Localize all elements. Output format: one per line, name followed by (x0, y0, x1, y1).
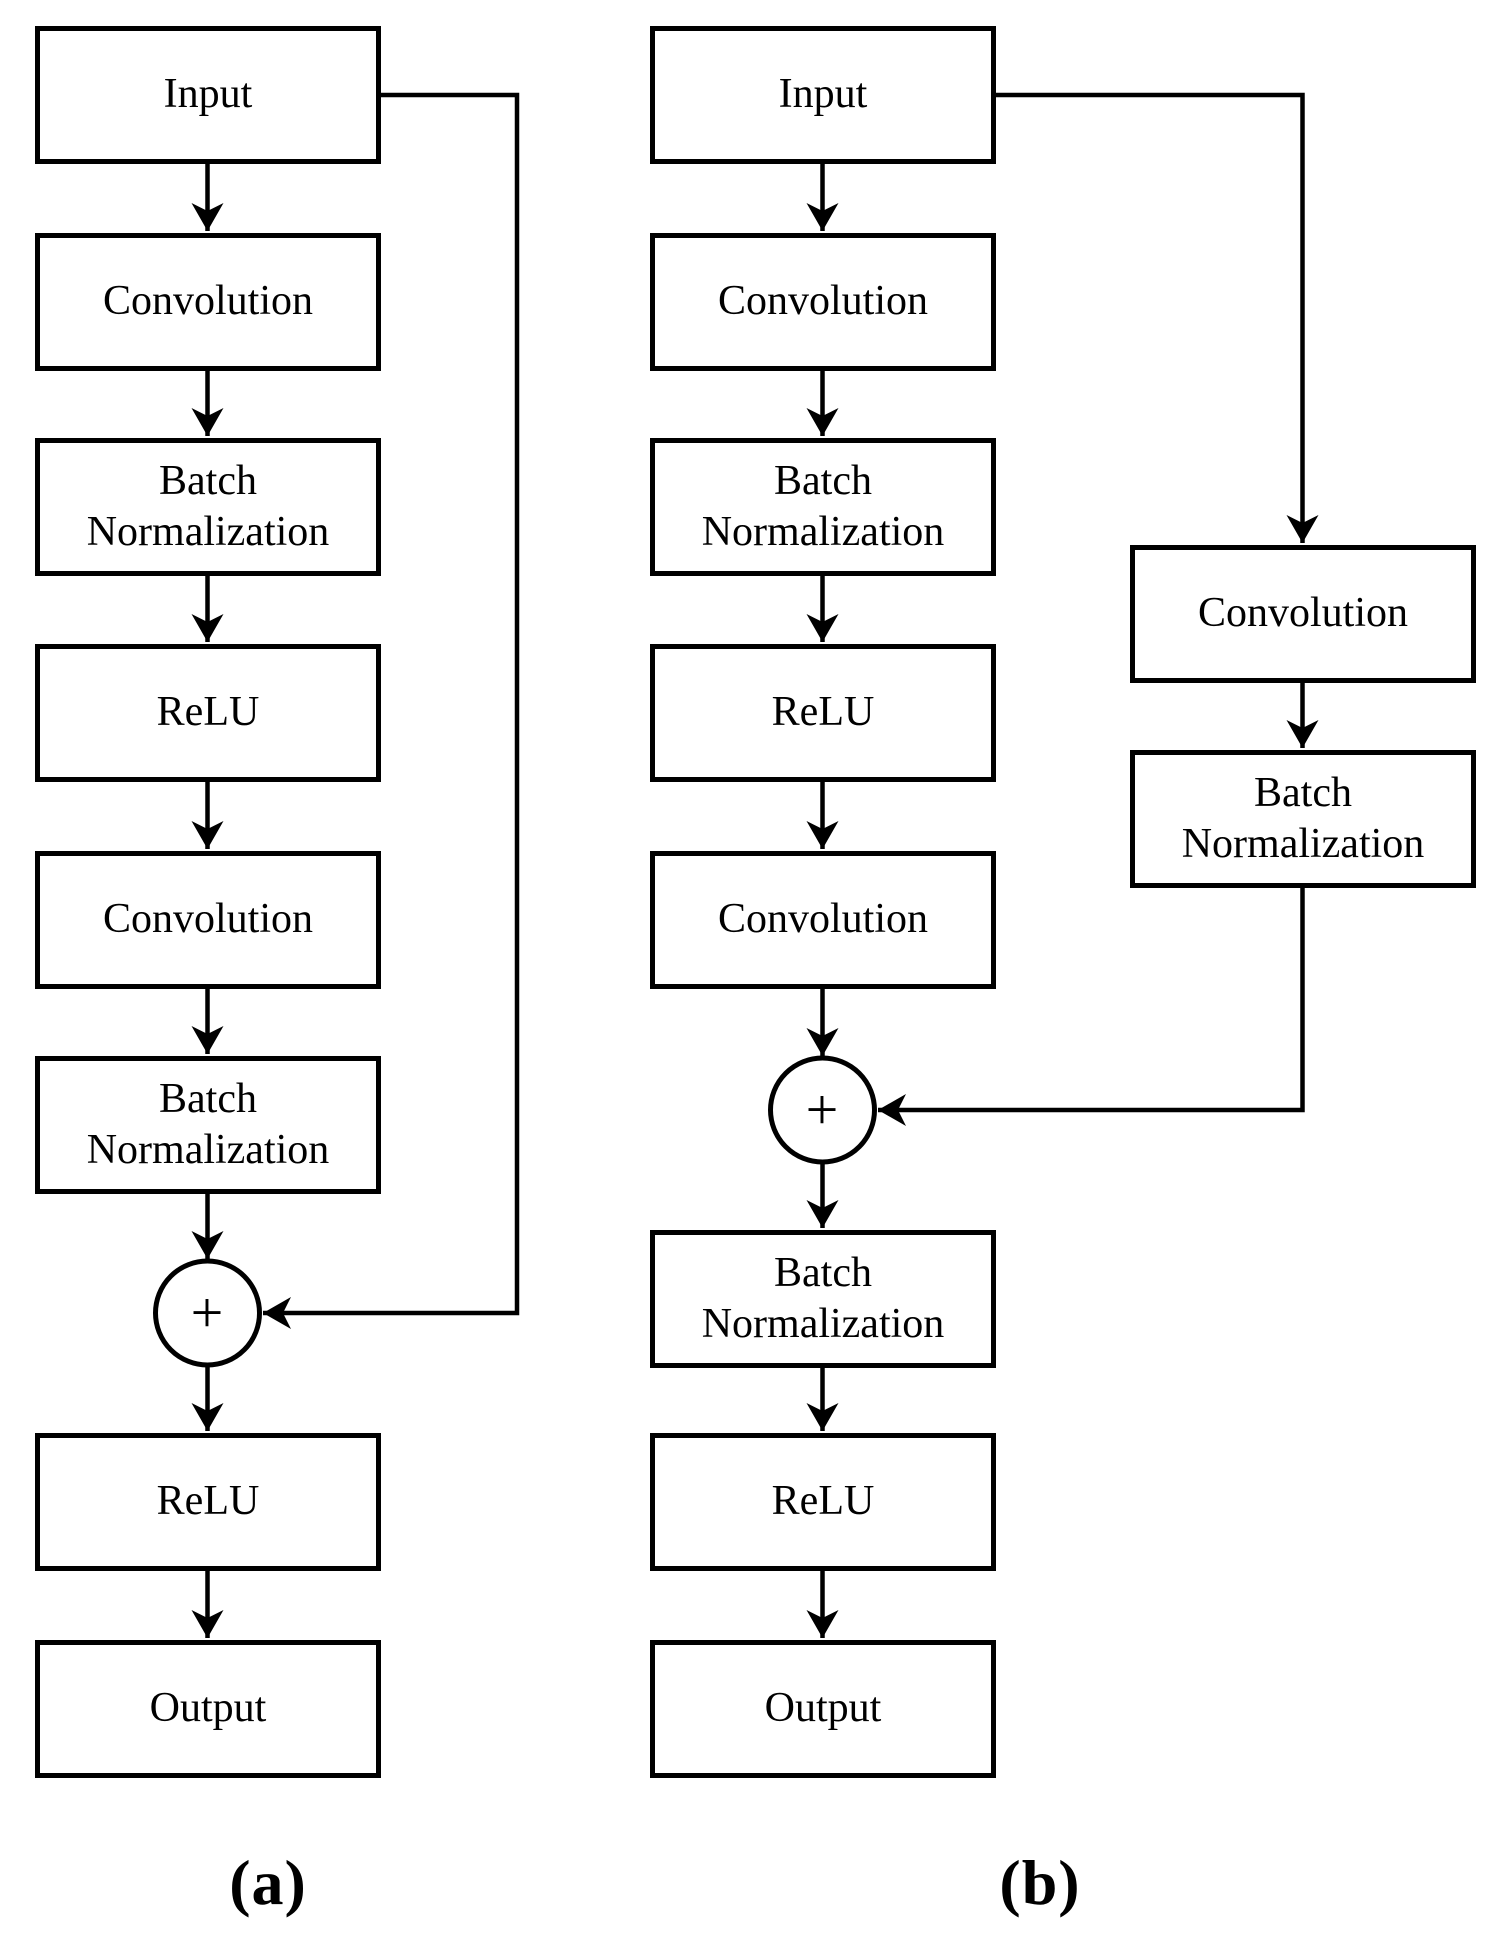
b-shortcut-to-adder (878, 888, 1305, 1126)
a-conv1-box: Convolution (35, 233, 381, 371)
caption-a: (a) (229, 1847, 307, 1918)
b-skip-to-shortcut-conv (995, 92, 1319, 543)
b-shortcut-batchnorm-box: Batch Normalization (1130, 750, 1476, 888)
a-relu2-label: ReLU (156, 1478, 260, 1525)
b-conv1-box: Convolution (650, 233, 996, 371)
a-batchnorm1-box: Batch Normalization (35, 438, 381, 576)
b-shortcut-batchnorm-label: Batch Normalization (1181, 769, 1425, 867)
b-adder-plus: + (805, 1077, 839, 1142)
b-conv2-label: Convolution (717, 896, 929, 943)
b-batchnorm2-label: Batch Normalization (701, 1249, 945, 1347)
b-input-box: Input (650, 26, 996, 164)
a-conv1-label: Convolution (102, 278, 314, 325)
a-adder-plus: + (190, 1280, 224, 1345)
b-input-label: Input (778, 71, 868, 118)
a-conv2-box: Convolution (35, 851, 381, 989)
a-output-box: Output (35, 1640, 381, 1778)
b-batchnorm2-box: Batch Normalization (650, 1230, 996, 1368)
b-batchnorm1-label: Batch Normalization (701, 457, 945, 555)
a-adder-plus-icon: + (155, 1261, 259, 1365)
b-adder-plus-icon: + (770, 1058, 874, 1162)
b-output-label: Output (764, 1685, 882, 1732)
a-batchnorm2-box: Batch Normalization (35, 1056, 381, 1194)
a-relu2-box: ReLU (35, 1433, 381, 1571)
b-relu2-label: ReLU (771, 1478, 875, 1525)
a-relu1-label: ReLU (156, 689, 260, 736)
b-relu2-box: ReLU (650, 1433, 996, 1571)
a-input-label: Input (163, 71, 253, 118)
a-batchnorm2-label: Batch Normalization (86, 1075, 330, 1173)
a-conv2-label: Convolution (102, 896, 314, 943)
b-relu1-box: ReLU (650, 644, 996, 782)
b-batchnorm1-box: Batch Normalization (650, 438, 996, 576)
a-output-label: Output (149, 1685, 267, 1732)
caption-b: (b) (999, 1847, 1081, 1918)
a-adder-circle (153, 1258, 262, 1368)
a-batchnorm1-label: Batch Normalization (86, 457, 330, 555)
b-conv1-label: Convolution (717, 278, 929, 325)
b-conv2-box: Convolution (650, 851, 996, 989)
b-adder-circle (768, 1055, 877, 1165)
b-shortcut-conv-box: Convolution (1130, 545, 1476, 683)
a-relu1-box: ReLU (35, 644, 381, 782)
a-skip-connection (263, 92, 520, 1329)
b-shortcut-conv-label: Convolution (1197, 590, 1409, 637)
b-output-box: Output (650, 1640, 996, 1778)
a-input-box: Input (35, 26, 381, 164)
b-relu1-label: ReLU (771, 689, 875, 736)
